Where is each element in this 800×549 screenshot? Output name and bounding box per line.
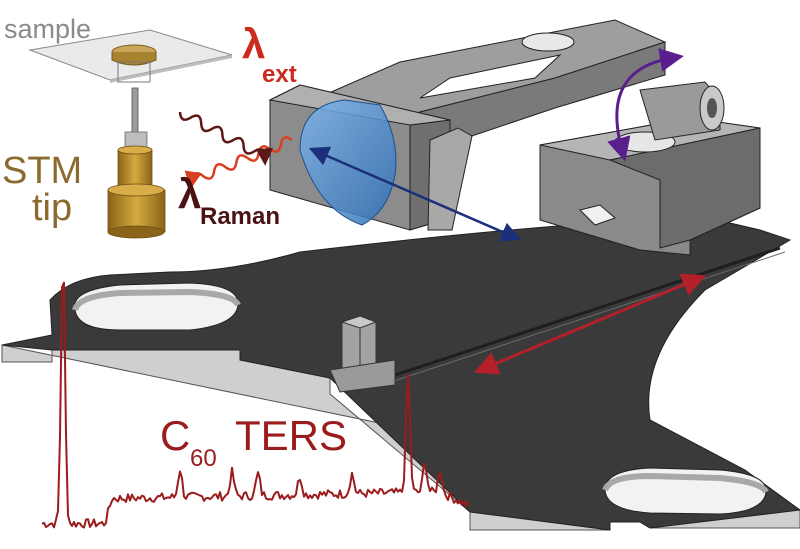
label-sample: sample [4, 14, 91, 44]
stm-tip-icon [107, 87, 166, 239]
label-stm-line1: STM [2, 150, 82, 192]
lens-icon [299, 99, 397, 226]
sample-plate-icon [28, 29, 233, 83]
label-lambda-ext: λ ext [242, 20, 297, 88]
rotation-arrow-purple [607, 48, 684, 162]
lambda-raman-symbol: λ [178, 170, 201, 217]
raman-scattered-wave [178, 111, 274, 166]
lambda-ext-symbol: λ [242, 20, 265, 67]
label-c60-c: C [160, 412, 190, 459]
ters-spectrum-trace [41, 281, 469, 529]
lambda-ext-subscript: ext [262, 61, 297, 88]
translation-arrow-red [473, 273, 707, 375]
laser-excitation-wave [184, 136, 293, 190]
label-stm-line2: tip [32, 187, 72, 229]
lambda-raman-subscript: Raman [200, 203, 280, 230]
label-c60-subscript: 60 [190, 445, 217, 472]
label-c60-ters: C 60 TERS [160, 412, 347, 472]
label-lambda-raman: λ Raman [178, 170, 280, 230]
label-c60-ters: TERS [235, 412, 347, 459]
plate-post [329, 315, 396, 393]
optical-axis-arrow-blue [308, 146, 522, 242]
base-plate [1, 215, 800, 531]
